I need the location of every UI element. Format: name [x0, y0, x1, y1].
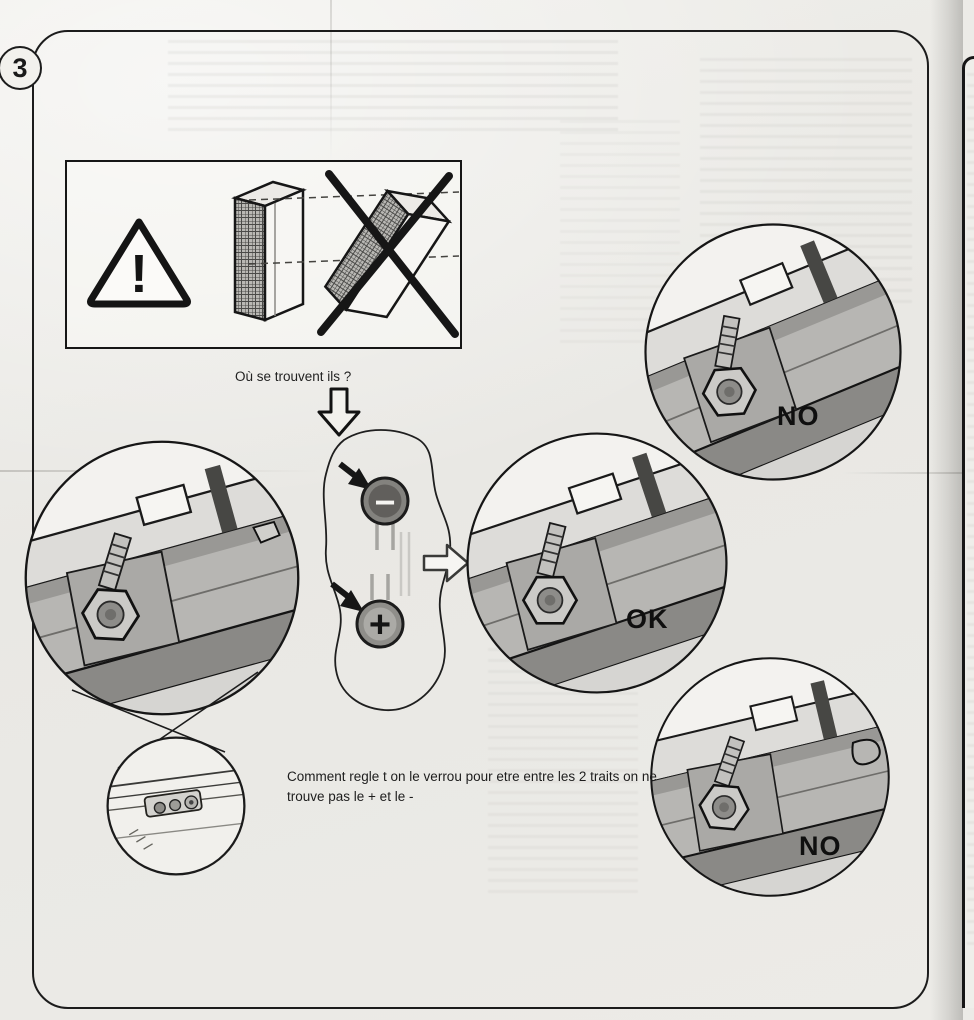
warning-box: !: [65, 160, 462, 349]
magnified-view-no-top: [644, 223, 902, 481]
adjacent-page-edge: [962, 56, 974, 1008]
right-arrow-icon: [422, 543, 470, 583]
hook-detail: [851, 738, 881, 766]
warning-triangle-icon: !: [87, 218, 191, 308]
connector-legs: [370, 524, 411, 600]
magnified-view-no-bottom: [650, 657, 890, 897]
step-number: 3: [12, 52, 28, 83]
minus-pointer-arrow-icon: [338, 461, 372, 490]
warning-glyph: !: [130, 244, 148, 304]
minus-terminal-icon: −: [360, 476, 410, 526]
step-number-badge: 3: [0, 46, 42, 90]
crossed-panel-diagram: [248, 170, 460, 338]
page-gap-shadow: [930, 0, 963, 1020]
question-label: Où se trouvent ils ?: [235, 369, 352, 384]
plus-pointer-arrow-icon: [330, 581, 364, 612]
plus-glyph: +: [369, 604, 391, 646]
no-top-label: NO: [777, 401, 820, 431]
magnified-view-left: [24, 440, 300, 716]
clip-detail: [252, 520, 281, 544]
panel-diagram: [231, 180, 307, 322]
blob-outline: [322, 429, 452, 711]
no-bottom-label: NO: [799, 831, 842, 861]
plus-terminal-icon: +: [355, 599, 405, 649]
location-detail-view: [106, 736, 246, 876]
magnified-view-ok: [466, 432, 728, 694]
ok-label: OK: [626, 604, 669, 634]
prohibition-x-icon: [317, 170, 459, 338]
minus-glyph: −: [374, 482, 395, 523]
page-border: [32, 30, 929, 1009]
annotation-text: Comment regle t on le verrou pour etre e…: [287, 769, 657, 805]
down-arrow-icon: [317, 387, 361, 437]
symbols-blob: − +: [322, 429, 452, 711]
bleedthrough-artifact: [967, 73, 974, 953]
